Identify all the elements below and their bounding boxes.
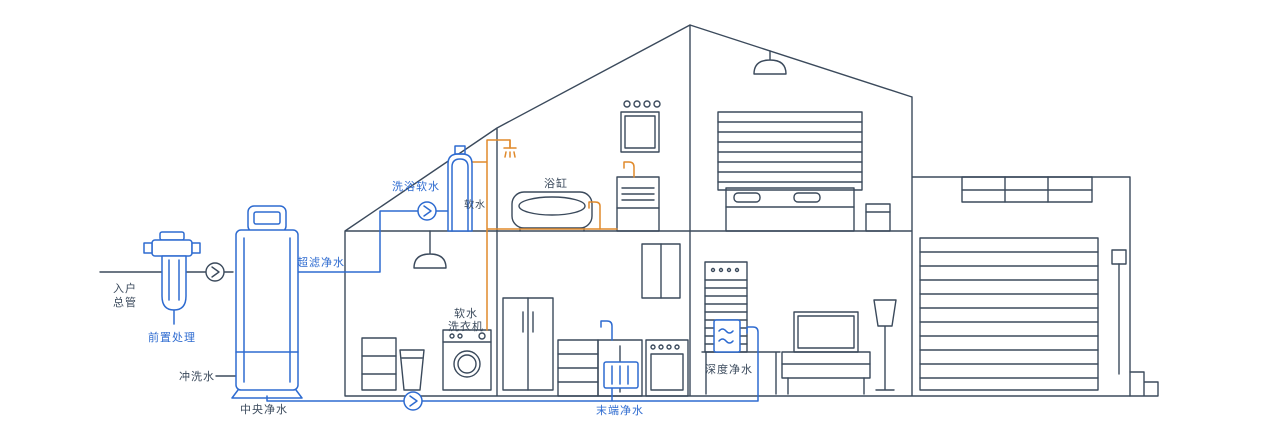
- flush-water-label: 冲洗水: [179, 369, 215, 383]
- oven: [645, 339, 689, 397]
- vanity-faucet-icon: [623, 161, 635, 178]
- tv-bench: [781, 351, 871, 395]
- garage-roof-windows: [961, 176, 1093, 203]
- ultrafiltration-label: 超滤净水: [297, 255, 345, 269]
- tv: [793, 311, 859, 353]
- soft-water-pipes: [471, 139, 618, 331]
- bath-softener-unit: [447, 145, 473, 232]
- bathtub-shape: [511, 191, 593, 232]
- purified-water-pipes: [266, 351, 759, 402]
- drawer-cabinet: [557, 339, 599, 397]
- washer-label-line2: 洗衣机: [448, 319, 484, 333]
- central-purifier-unit: [231, 205, 303, 399]
- terminal-purifier-label: 末端净水: [596, 403, 644, 417]
- bath-softener-label: 洗浴软水: [392, 179, 440, 193]
- mirror-lights-icon: [623, 100, 661, 108]
- labels: 入户 总管 前置处理 冲洗水 中央净水 超滤净水 洗浴软水 软水 浴缸 软水 洗…: [113, 176, 753, 417]
- deep-purifier-faucet-icon: [746, 326, 759, 353]
- bedroom-headboard: [717, 111, 863, 191]
- entry-steps: [1129, 371, 1159, 397]
- waste-bin: [399, 349, 425, 391]
- soft-water-pipe-label: 软水: [464, 198, 486, 211]
- washer-label-line1: 软水: [454, 306, 478, 320]
- pendant-lamp-icon: [413, 230, 447, 269]
- bathroom-mirror: [620, 111, 660, 153]
- inlet-label-line2: 总管: [113, 295, 137, 309]
- kitchen-faucet-icon: [600, 320, 613, 341]
- pipes-orange: [471, 139, 635, 331]
- flow-arrow-icon: [417, 201, 437, 221]
- fridge: [502, 297, 554, 391]
- pre-treatment-label: 前置处理: [148, 330, 196, 344]
- garage-door-control: [1111, 249, 1127, 375]
- washing-machine: [442, 329, 492, 391]
- garage-door: [919, 237, 1099, 391]
- flow-arrow-icon: [205, 262, 225, 282]
- inlet-label-line1: 入户: [113, 281, 137, 295]
- nightstand: [865, 203, 891, 232]
- equipment-blue: [143, 145, 759, 411]
- deep-purifier-unit: [713, 319, 741, 353]
- terminal-purifier-unit: [603, 361, 639, 389]
- deep-purifier-label: 深度净水: [705, 362, 753, 376]
- floor-lamp-icon: [873, 299, 897, 391]
- bedroom-lamp-icon: [753, 50, 787, 75]
- bed: [725, 187, 855, 232]
- shelf-unit: [361, 337, 397, 391]
- central-purifier-label: 中央净水: [240, 402, 288, 416]
- flow-arrow-icon: [403, 391, 423, 411]
- kitchen-window: [641, 243, 681, 299]
- structure-lines: [99, 24, 1159, 397]
- ultrafiltration-pipe: [297, 210, 449, 273]
- bathtub-label: 浴缸: [544, 176, 568, 190]
- pre-filter-unit: [143, 231, 201, 325]
- vanity-cabinet: [616, 176, 660, 232]
- bathtub-faucet-icon: [588, 201, 601, 230]
